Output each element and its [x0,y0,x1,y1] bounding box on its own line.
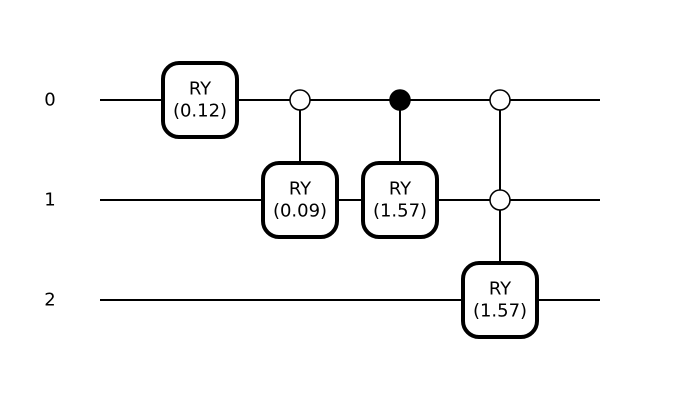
gate-param-2: (1.57) [373,201,427,222]
gate-box-0 [161,61,239,139]
gate-param-0: (0.12) [173,101,227,122]
gate-name-0: RY [189,79,212,100]
gate-param-3: (1.57) [473,301,527,322]
control-dot-1-0 [289,89,311,111]
gate-name-2: RY [389,179,412,200]
gate-box-2 [361,161,439,239]
gate-param-1: (0.09) [273,201,327,222]
gate-name-1: RY [289,179,312,200]
control-dot-3-1 [489,189,511,211]
gate-box-3 [461,261,539,339]
ry-gate-1: RY(0.09) [261,161,339,239]
qubit-labels: 0 1 2 [44,90,55,311]
control-dot-3-0 [489,89,511,111]
ry-gate-0: RY(0.12) [161,61,239,139]
gate-name-3: RY [489,279,512,300]
qubit-label-1: 1 [44,190,55,211]
ry-gate-3: RY(1.57) [461,261,539,339]
gates: RY(0.12)RY(0.09)RY(1.57)RY(1.57) [161,61,539,339]
qubit-label-2: 2 [44,290,55,311]
ry-gate-2: RY(1.57) [361,161,439,239]
control-dot-2-0 [389,89,411,111]
qubit-label-0: 0 [44,90,55,111]
gate-box-1 [261,161,339,239]
